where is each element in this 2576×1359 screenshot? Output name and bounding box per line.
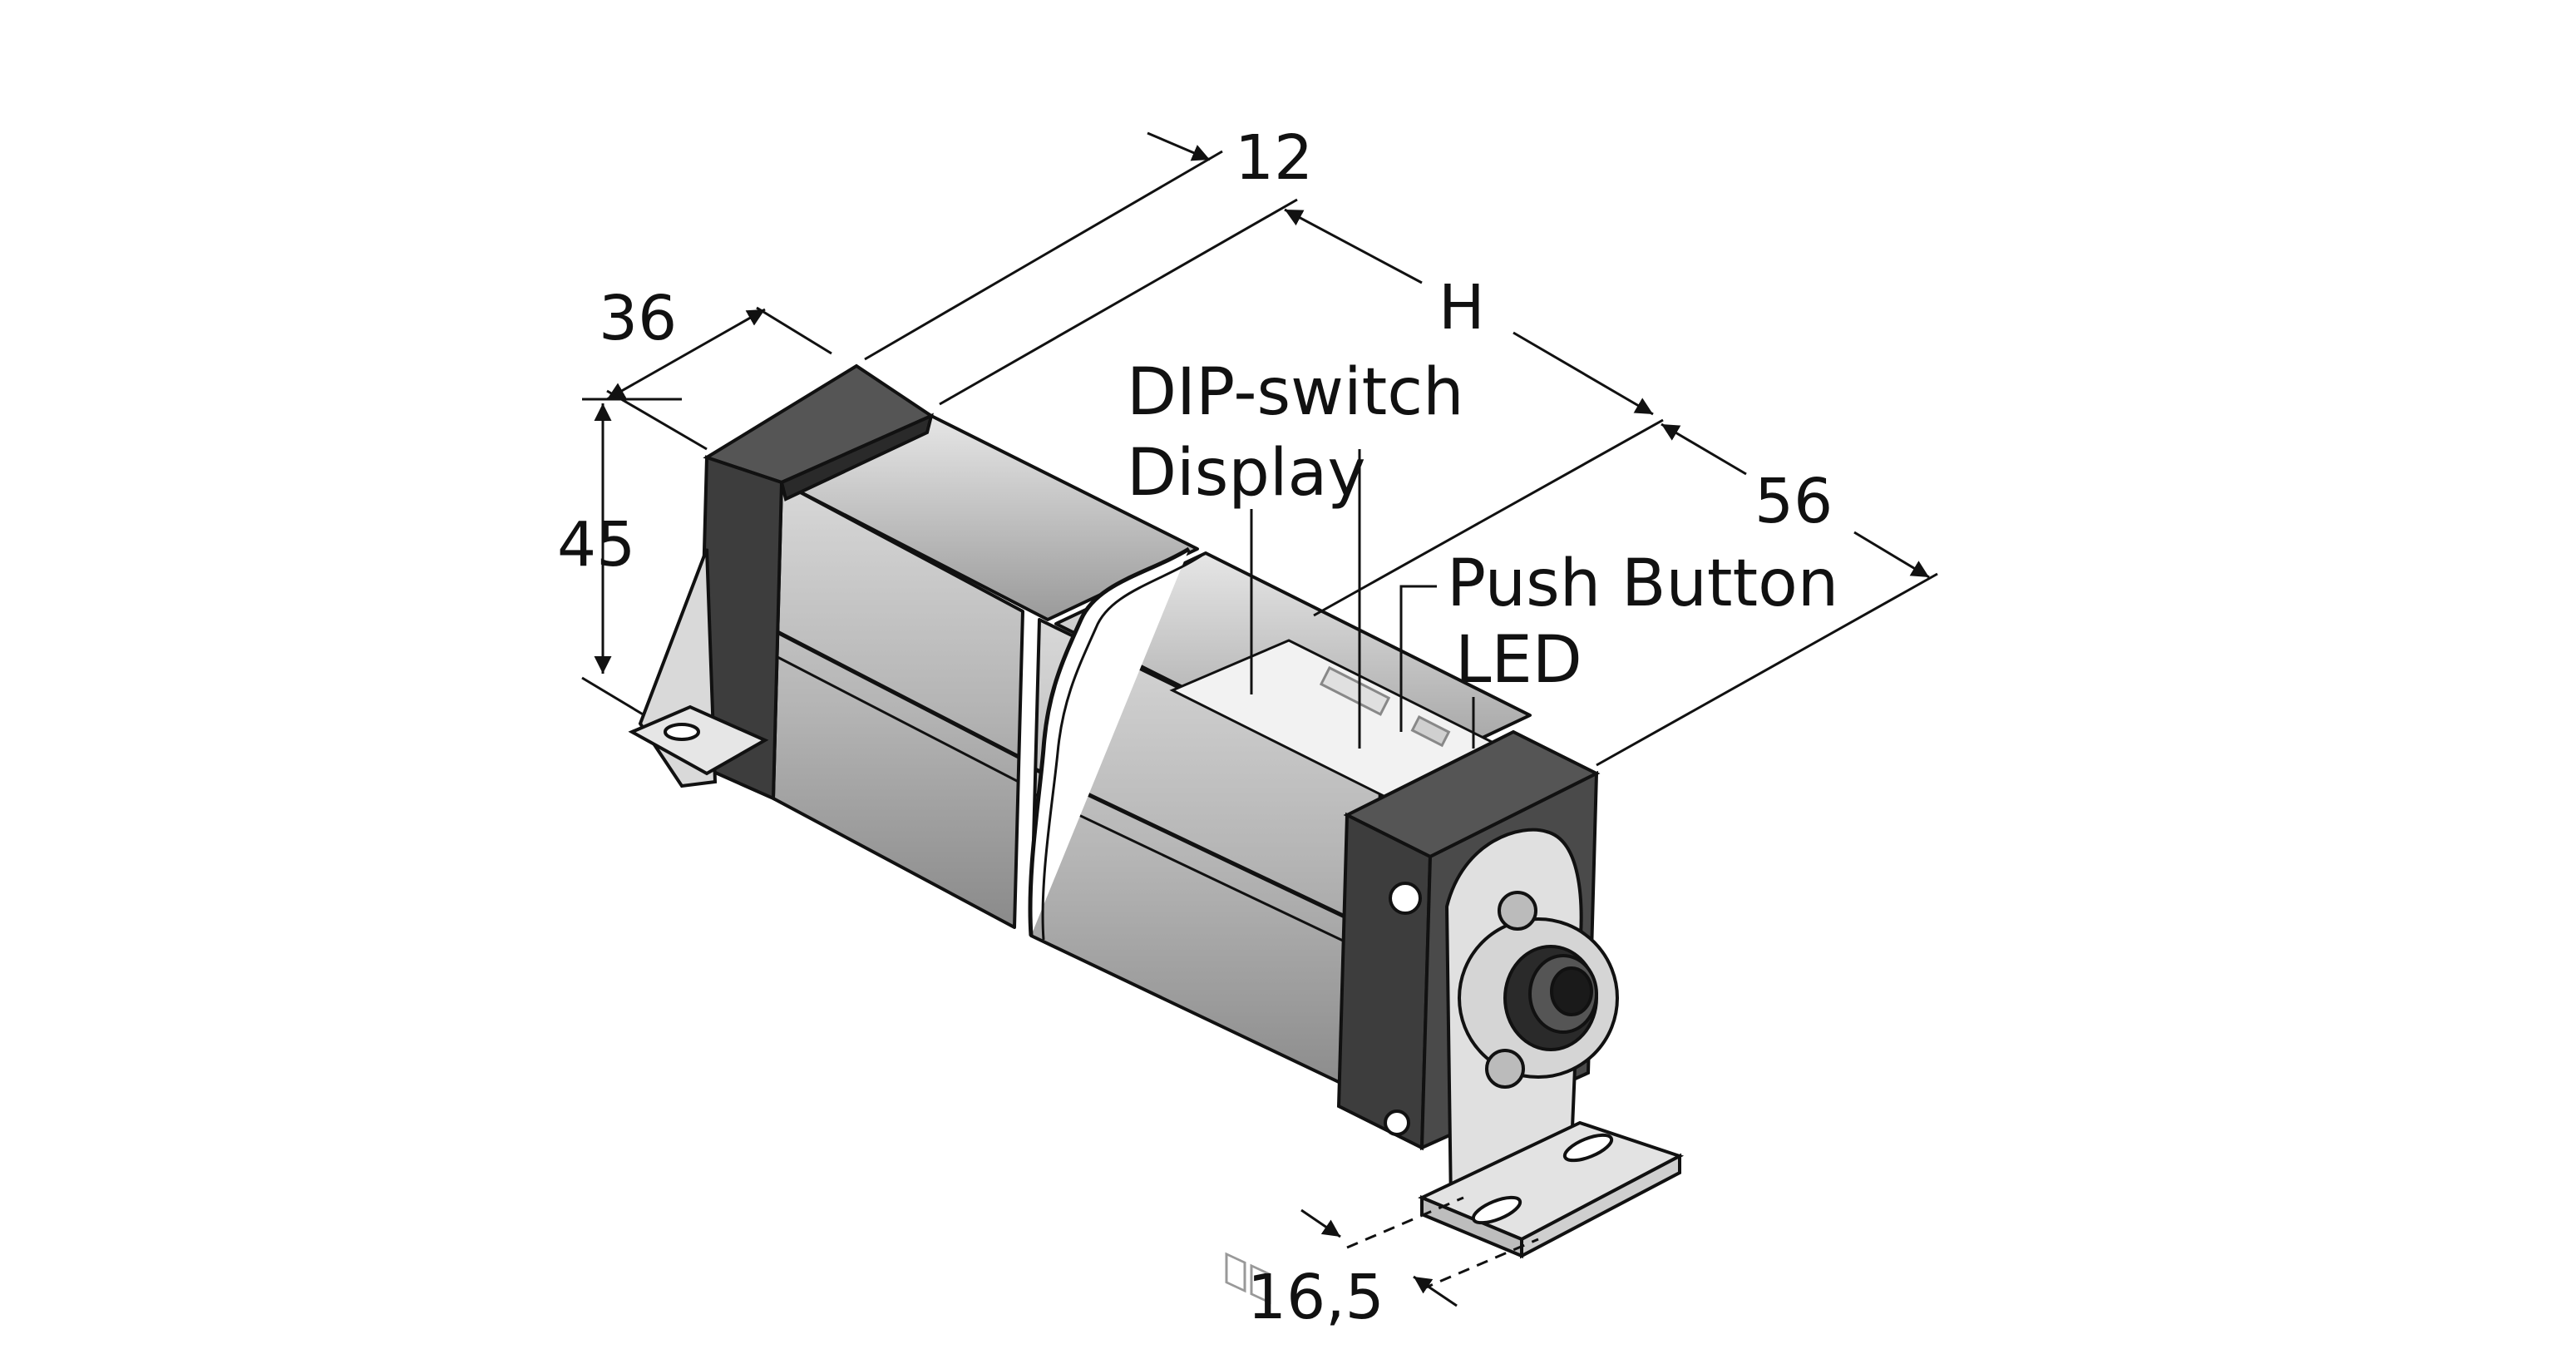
dim-label-width: 36 xyxy=(599,283,677,354)
label-display: Display xyxy=(1127,436,1366,511)
label-led: LED xyxy=(1455,623,1582,698)
label-push-button: Push Button xyxy=(1447,546,1838,621)
dim-label-top-offset: 12 xyxy=(1235,122,1313,194)
callout-leaders xyxy=(1250,449,1475,749)
bracket-slot-left xyxy=(1471,1195,1522,1225)
dim-label-end-length: 56 xyxy=(1754,466,1833,537)
dim-label-height-param: H xyxy=(1439,272,1485,343)
connector-nut-top xyxy=(1498,891,1537,931)
seven-segment-display xyxy=(1225,1252,1271,1305)
connector-nut-bottom xyxy=(1485,1049,1525,1089)
endcap-screw-hole-bottom xyxy=(1384,1109,1410,1136)
push-button-block xyxy=(1410,714,1451,748)
dim-label-height: 45 xyxy=(557,509,635,581)
bracket-slot-right xyxy=(1562,1133,1614,1163)
m12-connector xyxy=(1503,945,1598,1051)
rear-mounting-bracket xyxy=(628,548,769,788)
break-line xyxy=(1028,546,1191,936)
dimension-labels: 12 H 36 45 56 16,5 xyxy=(557,122,1833,1333)
endcap-screw-hole-top xyxy=(1389,882,1422,915)
rear-endcap xyxy=(696,363,935,802)
dimension-lines xyxy=(581,131,1938,1307)
label-dip-switch: DIP-switch xyxy=(1127,355,1464,430)
callout-labels: DIP-switch Display Push Button LED xyxy=(1127,355,1838,698)
dim-label-bracket-offset: 16,5 xyxy=(1247,1262,1384,1333)
